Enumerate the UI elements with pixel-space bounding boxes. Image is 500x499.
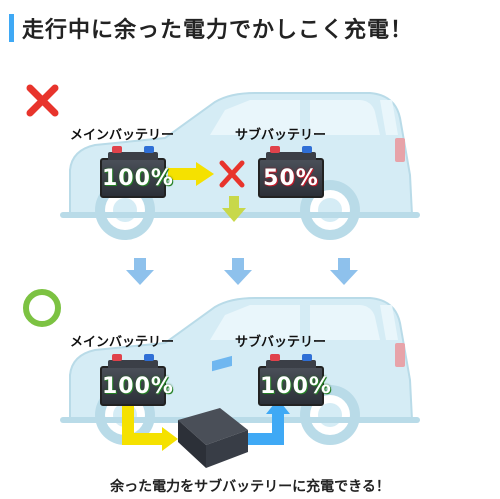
title-accent-bar <box>9 14 14 42</box>
bottom-sub-battery-label: サブバッテリー <box>235 335 327 350</box>
circle-icon <box>23 289 61 327</box>
top-sub-battery: 50% <box>258 146 324 198</box>
top-sub-battery-percent: 50% <box>263 166 319 191</box>
caption: 余った電力をサブバッテリーに充電できる！ <box>110 479 390 495</box>
bottom-main-battery: 100% <box>100 354 174 406</box>
dc-dc-charger-icon <box>178 355 248 468</box>
blue-down-arrow-3 <box>330 258 358 285</box>
top-main-battery: 100% <box>100 146 174 198</box>
bottom-sub-battery-percent: 100% <box>260 374 332 399</box>
blue-down-arrow-1 <box>126 258 154 285</box>
right-arrow-icon <box>168 162 214 186</box>
blue-flow-arrow <box>242 399 290 445</box>
blocked-cross-icon <box>219 160 245 188</box>
top-main-battery-label: メインバッテリー <box>70 128 175 143</box>
bottom-sub-battery: 100% <box>258 354 332 406</box>
cross-icon <box>26 84 59 117</box>
bottom-main-battery-percent: 100% <box>102 374 174 399</box>
top-sub-battery-label: サブバッテリー <box>235 128 327 143</box>
down-arrow-icon <box>222 196 246 222</box>
bottom-main-battery-label: メインバッテリー <box>70 335 175 350</box>
blue-down-arrow-2 <box>224 258 252 285</box>
page-title: 走行中に余った電力でかしこく充電！ <box>22 18 414 43</box>
yellow-flow-arrow <box>122 405 178 451</box>
top-main-battery-percent: 100% <box>102 166 174 191</box>
